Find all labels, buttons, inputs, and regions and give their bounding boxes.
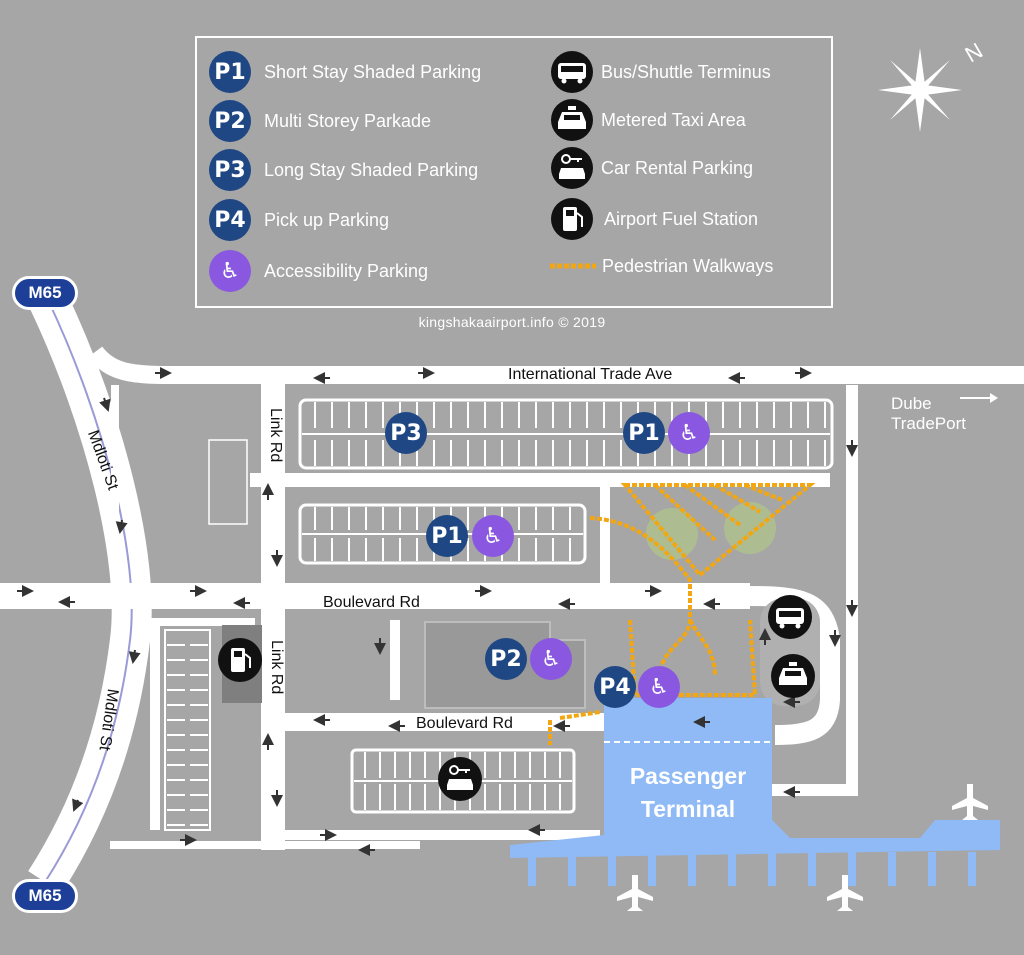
map-legend: P1 Short Stay Shaded Parking P2 Multi St… [195, 36, 833, 308]
legend-label: Pick up Parking [264, 209, 390, 230]
accessibility-map-icon: ♿ [668, 412, 710, 454]
taxi-icon [551, 99, 593, 141]
legend-item-p2: P2 Multi Storey Parkade [209, 99, 431, 143]
dube-label-line1: Dube [891, 394, 932, 413]
boulevard-rd-top-label: Boulevard Rd [323, 594, 420, 611]
car-rental-parking-icon [438, 757, 482, 801]
terminal-label-line1: Passenger [629, 763, 747, 789]
compass-rose-icon [878, 48, 962, 132]
link-rd-bottom-label: Link Rd [268, 640, 285, 695]
legend-label: Multi Storey Parkade [264, 110, 432, 131]
dube-label-line2: TradePort [891, 414, 966, 433]
legend-label: Short Stay Shaded Parking [264, 61, 482, 82]
accessibility-map-icon: ♿ [530, 638, 572, 680]
dube-tradeport-label: Dube TradePort [891, 394, 966, 434]
taxi-area-icon [771, 654, 815, 698]
left-parking-lot [164, 629, 211, 831]
legend-label: Accessibility Parking [264, 260, 429, 281]
terminal-loop-road [770, 385, 858, 796]
terminal-label-line2: Terminal [640, 796, 736, 822]
p1-badge: P1 [209, 51, 251, 93]
legend-label: Bus/Shuttle Terminus [601, 61, 771, 82]
p2-map-badge: P2 [485, 638, 527, 680]
car-rental-icon [551, 147, 593, 189]
p3-map-badge: P3 [385, 412, 427, 454]
link-rd-top-label: Link Rd [267, 408, 284, 463]
p2-badge: P2 [209, 100, 251, 142]
p3-parking-lot [298, 398, 834, 470]
legend-label: Airport Fuel Station [604, 208, 759, 229]
dube-arrow-icon [960, 393, 998, 403]
accessibility-icon: ♿ [209, 250, 251, 292]
legend-item-accessibility: ♿ Accessibility Parking [209, 249, 428, 293]
fuel-pump-icon [551, 198, 593, 240]
p1-map-badge-top: P1 [623, 412, 665, 454]
legend-label: Car Rental Parking [601, 157, 754, 178]
p4-badge: P4 [209, 199, 251, 241]
garden-area [646, 502, 776, 560]
direction-arrows [17, 367, 858, 856]
legend-item-fuel: Airport Fuel Station [550, 197, 758, 241]
p4-map-badge: P4 [594, 666, 636, 708]
p3-badge: P3 [209, 149, 251, 191]
aircraft-icon [617, 875, 653, 911]
pedestrian-walkways [548, 483, 816, 745]
legend-item-p4: P4 Pick up Parking [209, 198, 389, 242]
m65-shield-bottom: M65 [12, 879, 78, 913]
legend-label: Metered Taxi Area [601, 109, 746, 130]
legend-item-car-rental: Car Rental Parking [550, 146, 753, 190]
m65-shield-top: M65 [12, 276, 78, 310]
road-network [0, 291, 1024, 893]
aircraft-icon [952, 784, 988, 820]
aircraft-icon [827, 875, 863, 911]
passenger-terminal-building [510, 698, 1000, 886]
boulevard-rd-bottom-label: Boulevard Rd [416, 715, 513, 732]
p1-map-badge-mid: P1 [426, 515, 468, 557]
legend-item-taxi: Metered Taxi Area [550, 98, 746, 142]
accessibility-map-icon: ♿ [472, 515, 514, 557]
legend-label: Pedestrian Walkways [602, 255, 774, 276]
map-credit: kingshakaairport.info © 2019 [418, 314, 606, 330]
legend-item-walkways: Pedestrian Walkways [550, 244, 773, 288]
legend-label: Long Stay Shaded Parking [264, 159, 479, 180]
empty-lot [208, 439, 248, 525]
legend-item-p1: P1 Short Stay Shaded Parking [209, 50, 481, 94]
international-trade-ave-label: International Trade Ave [508, 366, 673, 383]
legend-item-p3: P3 Long Stay Shaded Parking [209, 148, 478, 192]
fuel-station-icon [218, 638, 262, 682]
bus-terminus-icon [768, 595, 812, 639]
accessibility-map-icon: ♿ [638, 666, 680, 708]
bus-icon [551, 51, 593, 93]
walkway-line-icon [550, 263, 596, 269]
legend-item-bus: Bus/Shuttle Terminus [550, 50, 771, 94]
mdloti-st-centerline [44, 299, 133, 883]
